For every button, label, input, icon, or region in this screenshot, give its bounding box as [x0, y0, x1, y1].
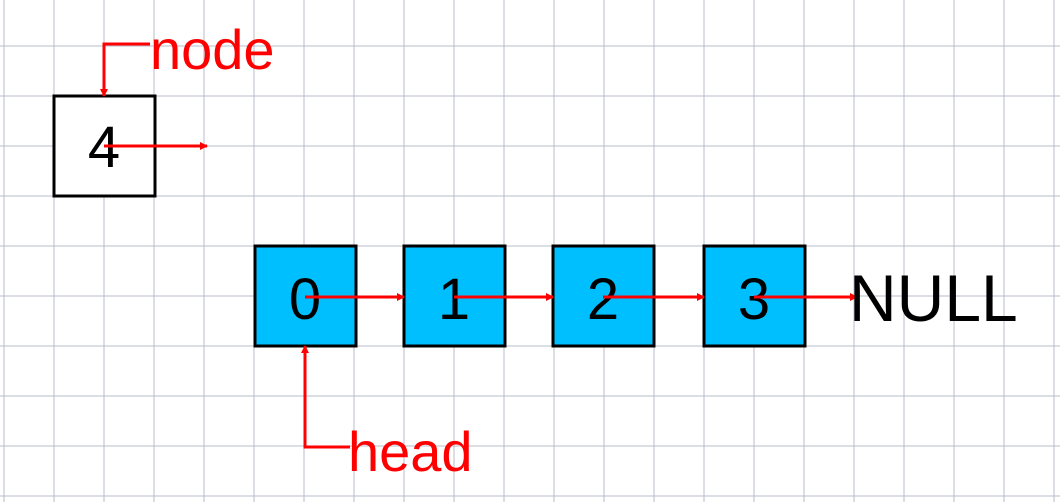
list-node-value: 1	[438, 267, 470, 332]
list-node-0: 0	[253, 244, 358, 348]
node-label-arrow	[100, 42, 150, 97]
head-label: head	[348, 420, 473, 483]
null-terminator: NULL	[849, 261, 1018, 335]
list-node-value: 2	[587, 267, 619, 332]
node-label: node	[150, 18, 275, 81]
head-pointer: head	[301, 345, 473, 483]
list-node-value: 0	[289, 267, 321, 332]
head-label-arrow	[301, 345, 350, 449]
node-pointer: node	[100, 18, 275, 97]
list-node-value: 3	[738, 267, 770, 332]
